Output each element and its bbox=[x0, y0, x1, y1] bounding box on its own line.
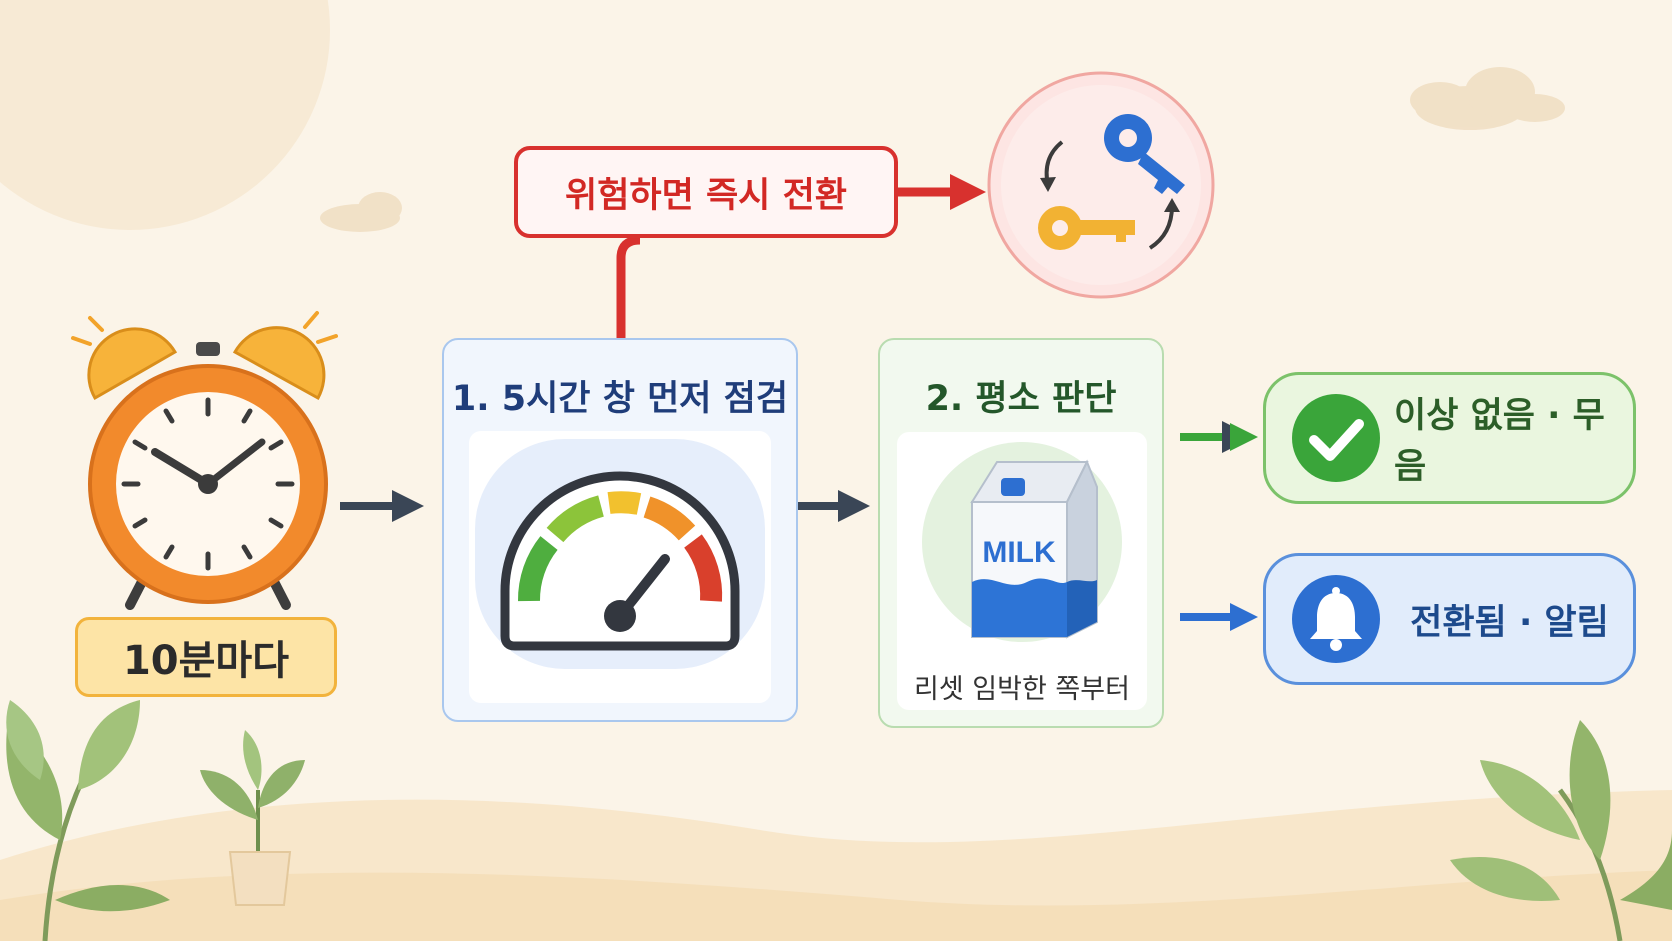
arrow-step1-to-warning bbox=[616, 235, 641, 338]
outcome-alert: 전환됨 · 알림 bbox=[1263, 553, 1636, 685]
step2-card: 2. 평소 판단 MILK 리셋 임박한 쪽부터 bbox=[878, 338, 1164, 728]
milk-carton-icon: MILK bbox=[922, 442, 1122, 642]
warning-switch-label: 위험하면 즉시 전환 bbox=[514, 146, 898, 238]
step1-title: 1. 5시간 창 먼저 점검 bbox=[451, 379, 789, 419]
step2-panel: MILK 리셋 임박한 쪽부터 bbox=[897, 432, 1147, 710]
step1-panel bbox=[469, 431, 771, 703]
step2-caption: 리셋 임박한 쪽부터 bbox=[914, 674, 1130, 705]
outcome-alert-label: 전환됨 · 알림 bbox=[1410, 602, 1609, 643]
plant-left-icon bbox=[6, 700, 170, 941]
connector-arrows bbox=[340, 174, 1258, 631]
check-icon bbox=[1292, 394, 1380, 482]
step2-title: 2. 평소 판단 bbox=[925, 379, 1117, 419]
step1-card: 1. 5시간 창 먼저 점검 bbox=[442, 338, 798, 722]
outcome-ok-label: 이상 없음 · 무음 bbox=[1394, 396, 1605, 487]
milk-text: MILK bbox=[982, 536, 1056, 569]
alarm-clock-icon bbox=[71, 311, 338, 610]
gauge-icon bbox=[475, 439, 765, 669]
potted-plant-icon bbox=[200, 730, 305, 906]
plant-right-icon bbox=[1450, 720, 1672, 941]
outcome-ok: 이상 없음 · 무음 bbox=[1263, 372, 1636, 504]
bell-icon bbox=[1292, 575, 1380, 663]
key-swap-icon bbox=[987, 71, 1215, 299]
interval-label: 10분마다 bbox=[75, 617, 337, 697]
